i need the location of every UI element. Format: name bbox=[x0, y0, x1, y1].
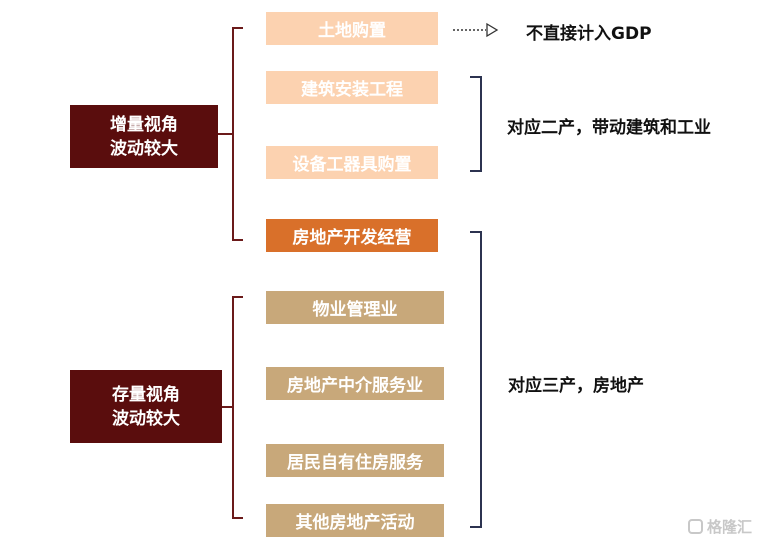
left-bracket-2-connector bbox=[222, 406, 233, 408]
item-land-purchase: 土地购置 bbox=[266, 12, 438, 45]
item-owner-occupied-housing: 居民自有住房服务 bbox=[266, 444, 444, 477]
right-bracket-2-vertical bbox=[480, 231, 482, 528]
dotted-arrow-icon bbox=[453, 22, 499, 38]
note-secondary-industry: 对应二产，带动建筑和工业 bbox=[507, 118, 711, 138]
right-bracket-1-top-cap bbox=[470, 76, 482, 78]
item-equipment-purchase: 设备工器具购置 bbox=[266, 146, 438, 179]
watermark-logo: 格隆汇 bbox=[688, 516, 752, 537]
category-box-incremental: 增量视角 波动较大 bbox=[70, 105, 218, 168]
item-real-estate-development: 房地产开发经营 bbox=[266, 219, 438, 252]
left-bracket-2-bottom-cap bbox=[232, 517, 243, 519]
left-bracket-1-vertical bbox=[232, 27, 234, 241]
item-construction-installation: 建筑安装工程 bbox=[266, 71, 438, 104]
note-not-in-gdp: 不直接计入GDP bbox=[526, 24, 652, 44]
left-bracket-2-vertical bbox=[232, 296, 234, 519]
right-bracket-1-bottom-cap bbox=[470, 170, 482, 172]
left-bracket-2-top-cap bbox=[232, 296, 243, 298]
left-bracket-1-bottom-cap bbox=[232, 239, 243, 241]
note-tertiary-industry: 对应三产，房地产 bbox=[508, 376, 644, 396]
category-box-stock: 存量视角 波动较大 bbox=[70, 370, 222, 443]
item-property-management: 物业管理业 bbox=[266, 291, 444, 324]
left-bracket-1-connector bbox=[218, 133, 233, 135]
item-real-estate-agency: 房地产中介服务业 bbox=[266, 367, 444, 400]
right-bracket-2-top-cap bbox=[470, 231, 482, 233]
right-bracket-1-vertical bbox=[480, 76, 482, 172]
left-bracket-1-top-cap bbox=[232, 27, 243, 29]
right-bracket-2-bottom-cap bbox=[470, 526, 482, 528]
watermark-text: 格隆汇 bbox=[707, 518, 753, 536]
item-other-real-estate: 其他房地产活动 bbox=[266, 504, 444, 537]
watermark-icon bbox=[688, 519, 703, 534]
